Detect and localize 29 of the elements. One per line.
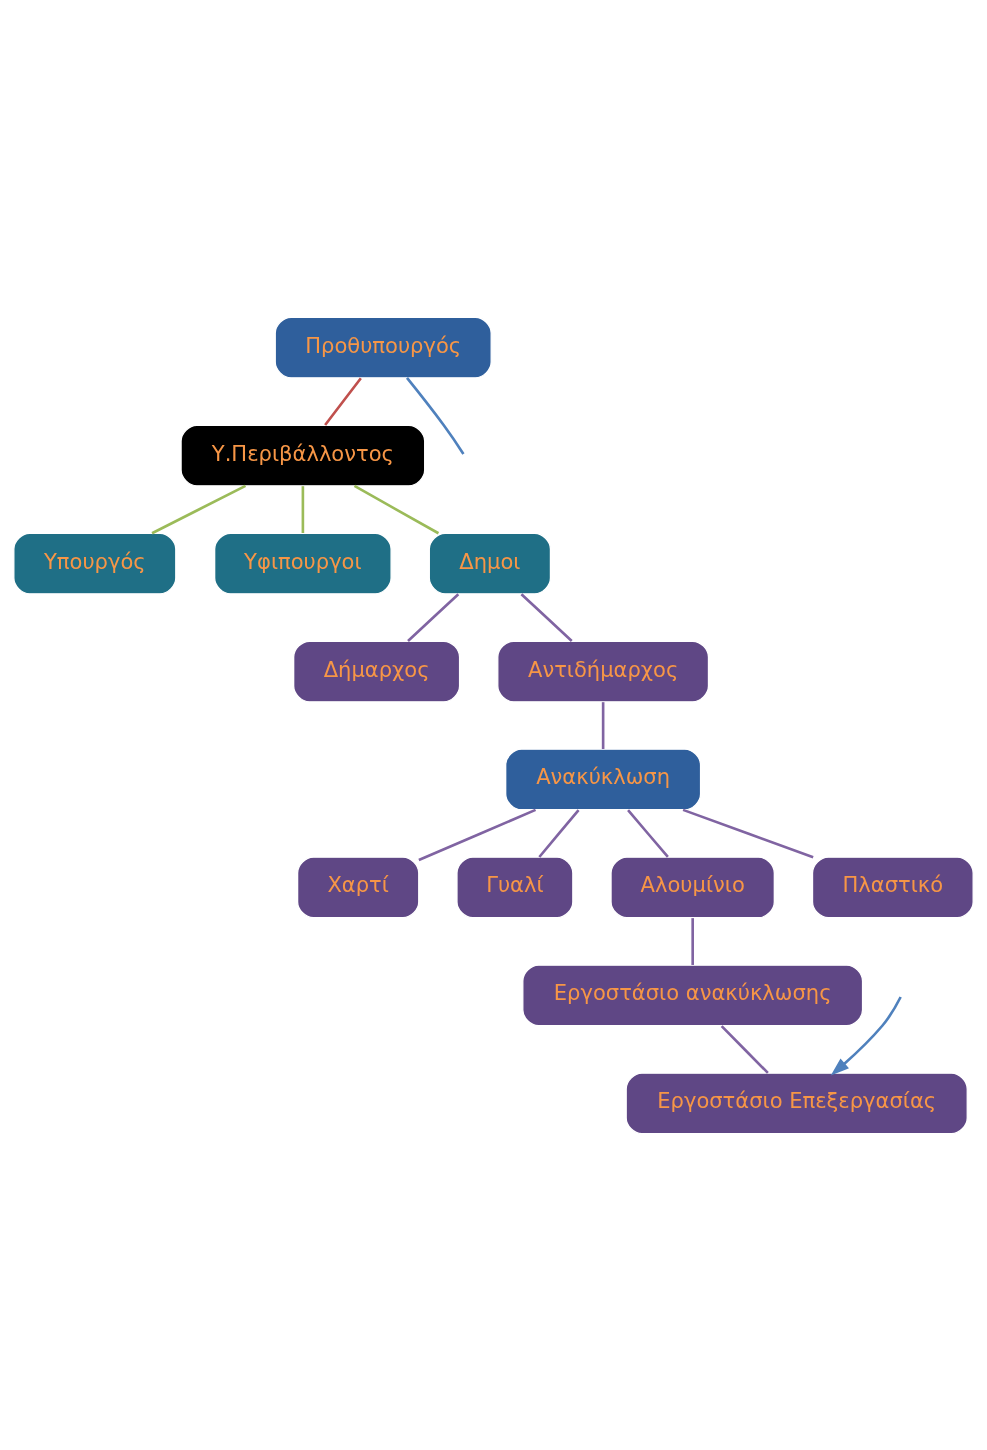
node-box: Δημοι [428, 532, 552, 594]
node-box: Δήμαρχος [293, 640, 461, 702]
node-box: Αλουμίνιο [610, 856, 775, 918]
node-box: Πλαστικό [811, 856, 974, 918]
connector [324, 376, 362, 426]
connector [691, 917, 694, 965]
node-box: Εργοστάσιο Επεξεργασίας [625, 1072, 968, 1134]
connector [682, 808, 814, 858]
node-box: Υπουργός [13, 532, 177, 594]
node-box: Γυαλί [456, 856, 574, 918]
connector [418, 808, 537, 861]
node-box: Υφιπουργοι [214, 532, 392, 594]
connector [520, 592, 573, 642]
connector [601, 701, 605, 749]
node-box: Χαρτί [296, 856, 420, 918]
connector [301, 485, 305, 533]
connector [627, 808, 669, 858]
node-box: Αντιδήμαρχος [497, 640, 710, 702]
node-box: Προθυπουργός [274, 316, 492, 378]
connector [407, 592, 460, 642]
arrow [830, 995, 902, 1076]
connector [151, 484, 247, 534]
connector [538, 808, 580, 858]
node-box: Εργοστάσιο ανακύκλωσης [522, 964, 864, 1026]
connector [720, 1024, 769, 1074]
connector [353, 484, 440, 534]
node-box: Υ.Περιβάλλοντος [180, 424, 426, 486]
node-box: Ανακύκλωση [505, 748, 702, 810]
connector [406, 376, 465, 455]
